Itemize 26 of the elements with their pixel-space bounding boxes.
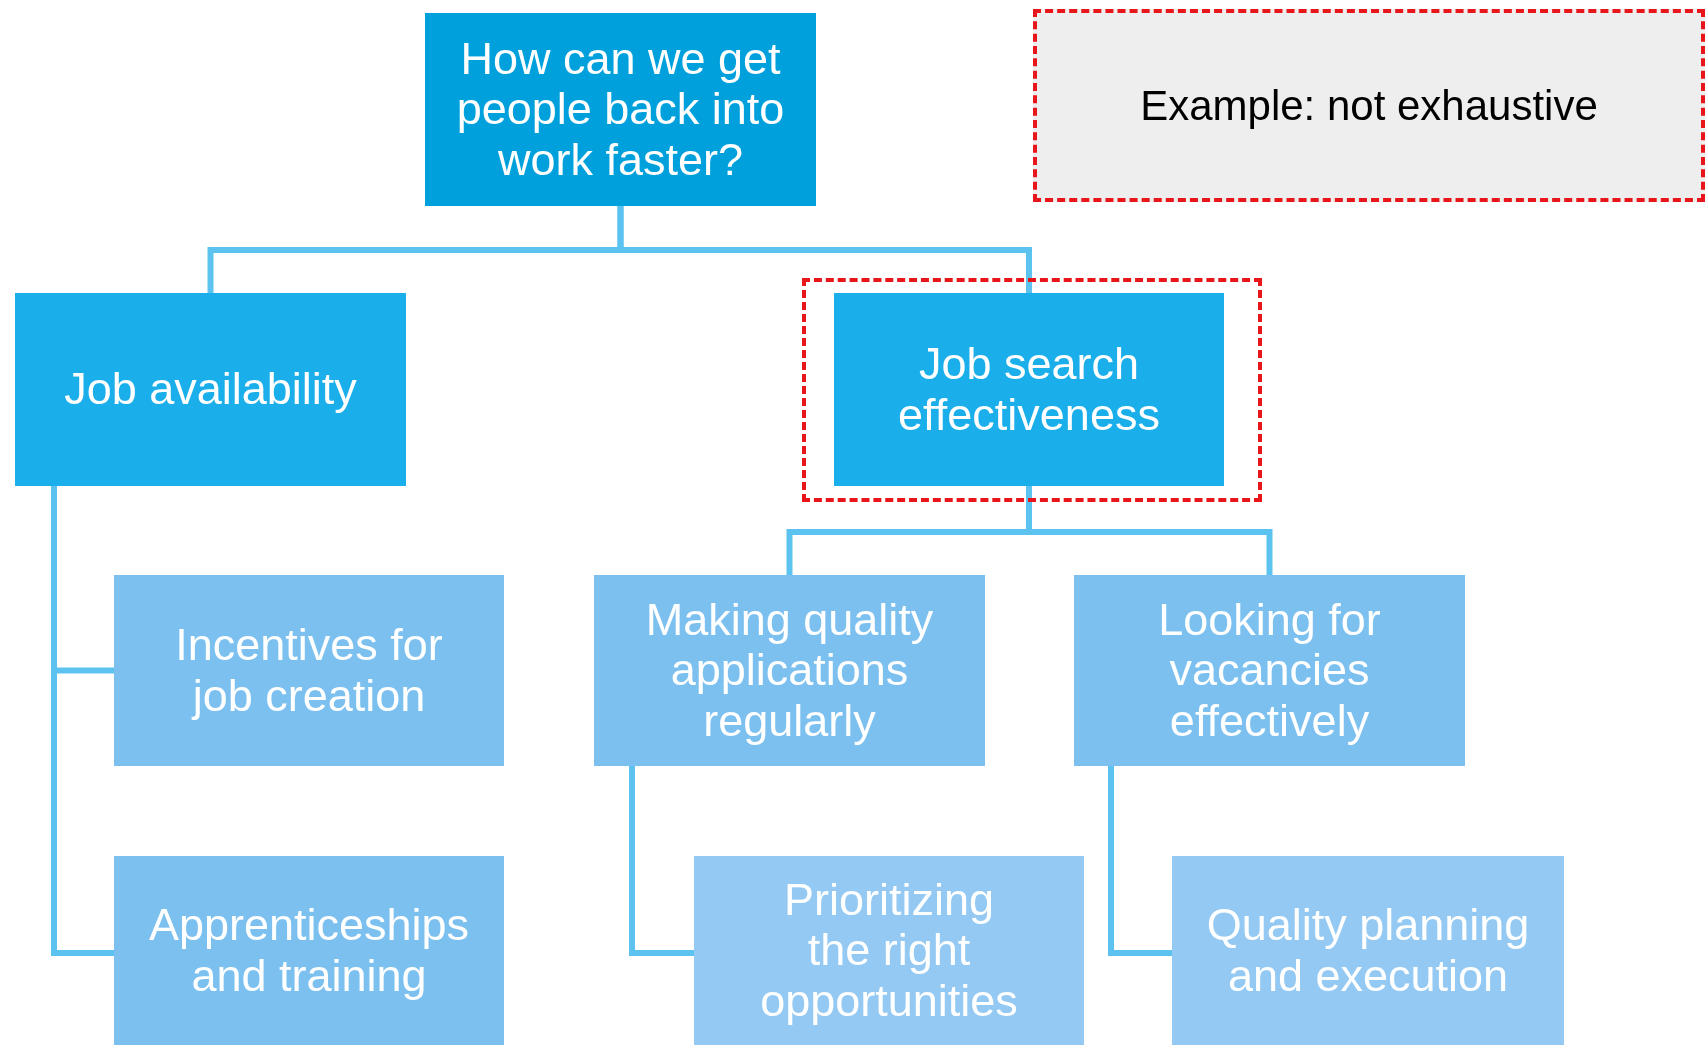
sub-branch-box <box>1074 575 1465 766</box>
connector-line <box>617 206 1032 293</box>
leaf-box <box>1172 856 1564 1045</box>
branch-box <box>834 293 1224 486</box>
box-label: Example: not exhaustive <box>1139 82 1599 129</box>
sub-branch-box <box>114 575 504 766</box>
box-label: Incentives for job creation <box>174 620 444 721</box>
box-label: Apprenticeships and training <box>147 900 471 1001</box>
connector-line <box>629 766 694 956</box>
box-label: Job availability <box>63 364 358 415</box>
box-label: Job search effectiveness <box>897 339 1161 440</box>
question-box <box>425 13 816 206</box>
connector-line <box>1026 486 1273 575</box>
sub-branch-box <box>114 856 504 1045</box>
box-label: Prioritizing the right opportunities <box>759 874 1019 1027</box>
leaf-box <box>694 856 1084 1045</box>
box-label: How can we get people back into work faster? <box>455 33 786 186</box>
box-label: Looking for vacancies effectively <box>1157 594 1382 747</box>
note-box <box>1033 9 1705 202</box>
sub-branch-box <box>594 575 985 766</box>
highlight-frame <box>802 278 1262 502</box>
connector-line <box>1108 766 1172 956</box>
branch-box <box>15 293 406 486</box>
connector-line <box>51 486 114 956</box>
box-label: Quality planning and execution <box>1205 900 1531 1001</box>
box-label: Making quality applications regularly <box>644 594 935 747</box>
